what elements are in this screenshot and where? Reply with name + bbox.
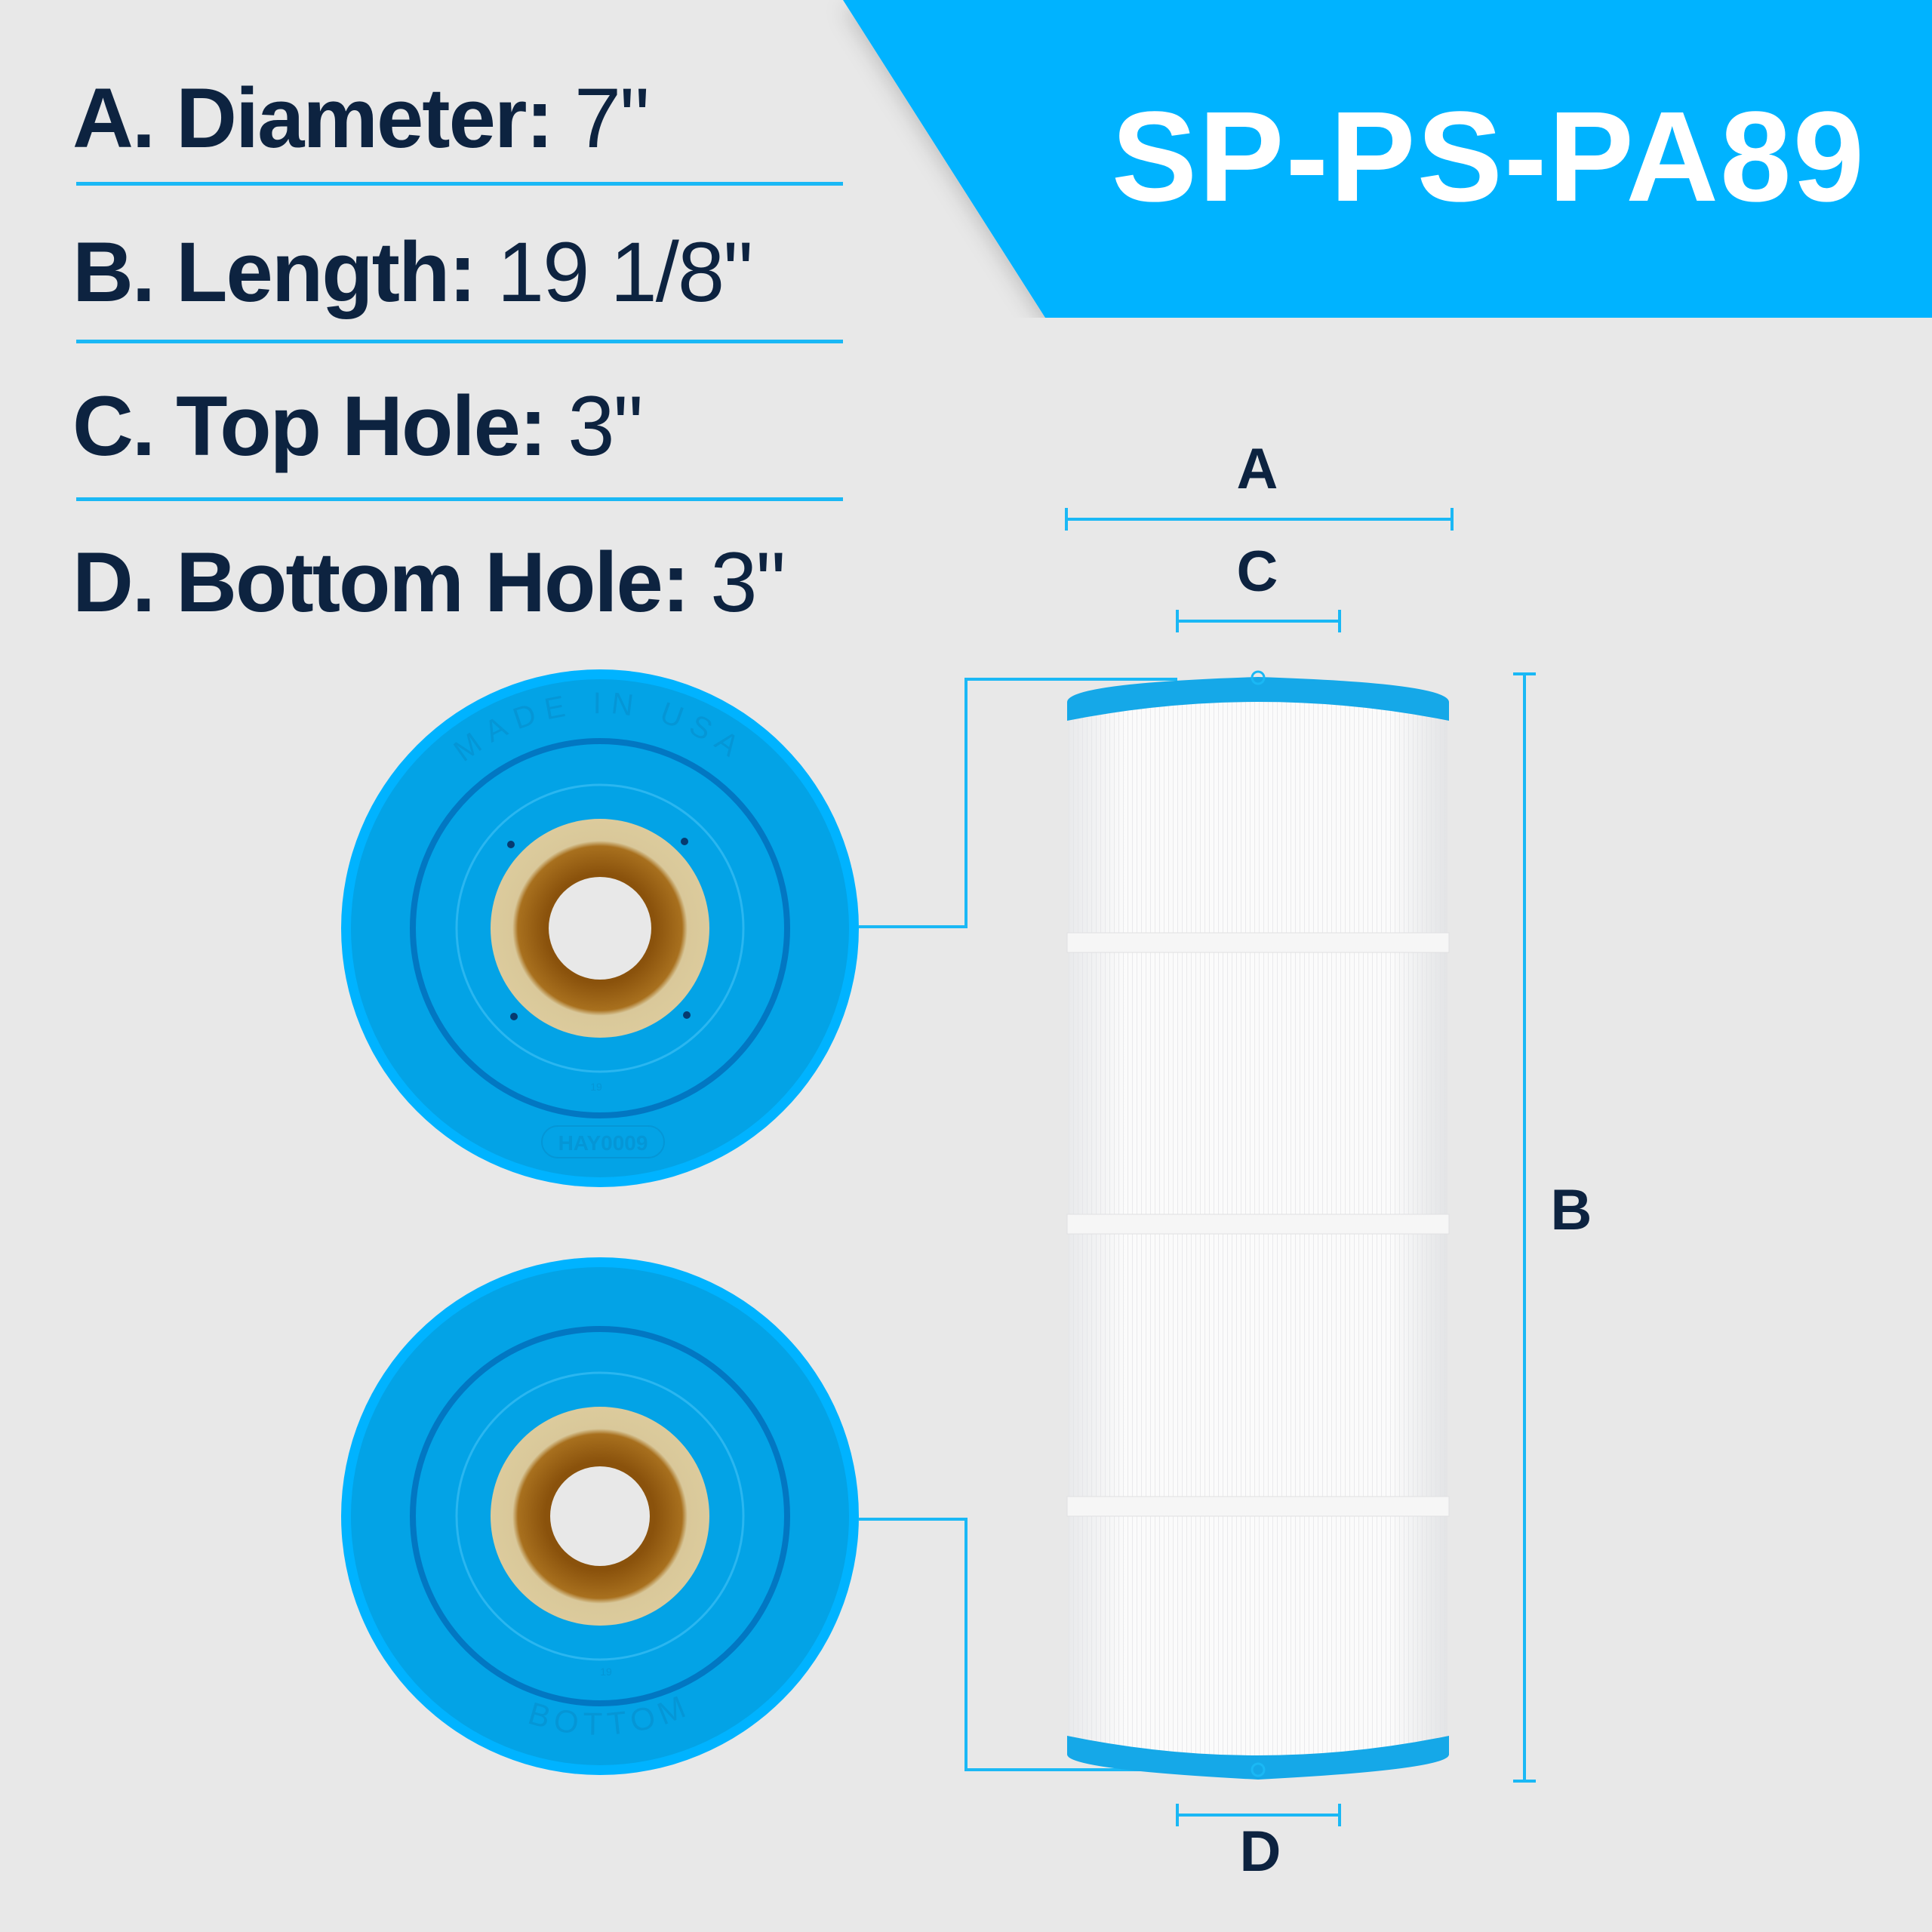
top-cap-image: MADE IN USA 19 HAY0009 bbox=[341, 669, 859, 1187]
model-title: SP-PS-PA89 bbox=[1111, 85, 1866, 229]
top-bracket bbox=[859, 678, 1177, 928]
spec-length: B. Length: 19 1/8" bbox=[72, 225, 753, 319]
spec-bottom-hole: D. Bottom Hole: 3" bbox=[72, 535, 786, 629]
dimension-line-d bbox=[1176, 1804, 1341, 1826]
divider bbox=[76, 497, 843, 501]
dimension-line-b bbox=[1513, 672, 1536, 1783]
svg-text:19: 19 bbox=[600, 1666, 612, 1678]
dimension-line-c bbox=[1176, 610, 1341, 632]
spec-diameter: A. Diameter: 7" bbox=[72, 71, 650, 165]
bottom-cap-image: 19 BOTTOM bbox=[341, 1257, 859, 1775]
spec-top-hole: C. Top Hole: 3" bbox=[72, 379, 643, 473]
bottom-bracket bbox=[859, 1518, 1177, 1771]
divider bbox=[76, 182, 843, 186]
dimension-line-a bbox=[1065, 508, 1454, 531]
filter-cartridge-image bbox=[1066, 670, 1450, 1780]
header-banner bbox=[843, 0, 1932, 318]
dimension-label-d: D bbox=[1239, 1820, 1281, 1884]
dimension-label-a: A bbox=[1236, 437, 1278, 501]
svg-text:HAY0009: HAY0009 bbox=[558, 1131, 648, 1155]
dimension-label-b: B bbox=[1550, 1178, 1592, 1242]
divider bbox=[76, 340, 843, 343]
svg-text:19: 19 bbox=[590, 1081, 602, 1093]
dimension-label-c: C bbox=[1236, 540, 1278, 604]
